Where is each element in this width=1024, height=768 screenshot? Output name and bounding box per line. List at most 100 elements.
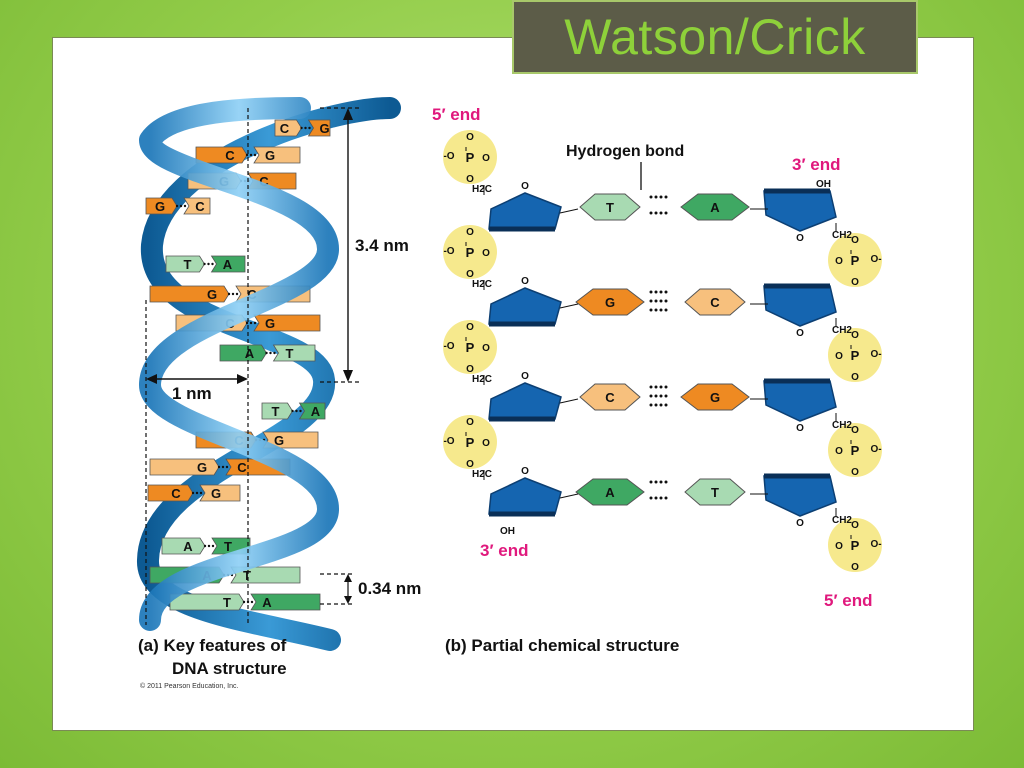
hydrogen-bond-dot	[245, 153, 249, 157]
hydrogen-bond-dot	[207, 544, 211, 548]
base-right-shape	[250, 593, 321, 611]
base-left-shape	[149, 458, 220, 476]
hydrogen-bond-dot	[250, 600, 254, 604]
hydrogen-bond-dot	[664, 480, 668, 484]
hydrogen-bond-dot	[659, 480, 663, 484]
helix-front-strand	[138, 97, 340, 631]
base-hexagon	[579, 383, 641, 411]
base-left-letter: A	[245, 346, 255, 361]
three-prime-top-label: 3′ end	[792, 155, 840, 174]
ch2-label: CH2	[832, 515, 852, 526]
base-right-letter: G	[211, 486, 221, 501]
base-right-shape	[272, 344, 316, 362]
nitrogen-base: G	[680, 383, 750, 411]
oxygen-atom-bottom: O	[851, 372, 859, 383]
base-hexagon	[575, 478, 645, 506]
oxygen-minus: -O	[443, 436, 454, 447]
sugar-oxygen: O	[521, 371, 529, 382]
hydrogen-bond-dot	[253, 153, 257, 157]
copyright-text: © 2011 Pearson Education, Inc.	[140, 682, 238, 690]
oxygen-atom-top: O	[466, 417, 474, 428]
oxygen-atom-side: O	[482, 438, 490, 449]
base-left-shape	[149, 285, 230, 303]
hydrogen-bond-dot	[649, 308, 653, 312]
base-right-shape	[298, 402, 326, 420]
hydrogen-bond-dot	[654, 403, 658, 407]
oxygen-atom-top: O	[851, 520, 859, 531]
h2c-label: H2C	[472, 469, 492, 480]
oxygen-minus: O-	[870, 444, 881, 455]
hydrogen-bond-dot	[308, 126, 311, 130]
hydrogen-bond-dot	[253, 321, 257, 325]
base-right-letter: G	[265, 148, 275, 163]
base-left-letter: T	[272, 404, 280, 419]
hydrogen-bond-dot	[245, 321, 249, 325]
hydrogen-bond-dot	[217, 465, 221, 469]
base-left-letter: A	[183, 539, 193, 554]
oxygen-atom-bottom: O	[466, 174, 474, 185]
hydrogen-bond-dot	[659, 290, 663, 294]
sugar-ring	[763, 475, 837, 517]
hydrogen-bond-dot	[179, 204, 183, 208]
nitrogen-base: T	[579, 193, 641, 221]
oxygen-atom-bottom: O	[466, 269, 474, 280]
panel-b-label: (b) Partial chemical structure	[445, 636, 679, 655]
hydrogen-bond-dot	[664, 385, 668, 389]
oxygen-minus: O-	[870, 349, 881, 360]
base-right-shape	[183, 197, 211, 215]
base-left-letter: T	[223, 595, 231, 610]
sugar-ring	[763, 190, 837, 232]
hydrogen-bond-dot	[664, 299, 668, 303]
oxygen-atom-side: O	[482, 248, 490, 259]
base-letter: G	[605, 295, 615, 310]
base-right-letter: A	[311, 404, 321, 419]
phosphate-circle	[828, 233, 882, 287]
oxygen-atom-bottom: O	[851, 562, 859, 573]
hydrogen-bond-dot	[175, 204, 179, 208]
base-left-shape	[165, 255, 205, 273]
base-right-shape	[253, 314, 321, 332]
base-left-letter: C	[171, 486, 181, 501]
width-arrowhead-right	[237, 374, 248, 384]
base-right-letter: A	[262, 595, 272, 610]
phosphate-circle	[828, 423, 882, 477]
base-right-letter: C	[259, 174, 269, 189]
oxygen-atom-bottom: O	[851, 277, 859, 288]
hydrogen-bond-dot	[649, 211, 653, 215]
base-left-letter: G	[197, 460, 207, 475]
base-left-letter: T	[184, 257, 192, 272]
width-label: 1 nm	[172, 384, 212, 403]
hydrogen-bond-dot	[659, 403, 663, 407]
hydrogen-bond-dot	[654, 211, 658, 215]
base-letter: A	[605, 485, 615, 500]
ch2-label: CH2	[832, 325, 852, 336]
phosphate-atom: P	[851, 253, 860, 268]
sugar-oxygen: O	[796, 328, 804, 339]
oxygen-atom-side: O	[835, 256, 843, 267]
oxygen-atom-top: O	[851, 425, 859, 436]
base-left-shape	[145, 197, 178, 215]
phosphate-circle	[828, 518, 882, 572]
base-left-letter: G	[207, 287, 217, 302]
hydrogen-bond-dot	[231, 292, 235, 296]
base-left-shape	[219, 344, 267, 362]
hydrogen-bond-dot	[304, 126, 307, 130]
hydrogen-bond-dot	[659, 496, 663, 500]
hydrogen-bond-dot	[203, 544, 207, 548]
five-prime-bottom-label: 5′ end	[824, 591, 872, 610]
base-right-letter: C	[237, 460, 247, 475]
hydrogen-bond-dot	[654, 496, 658, 500]
hydrogen-bond-dot	[654, 480, 658, 484]
base-right-shape	[199, 484, 241, 502]
